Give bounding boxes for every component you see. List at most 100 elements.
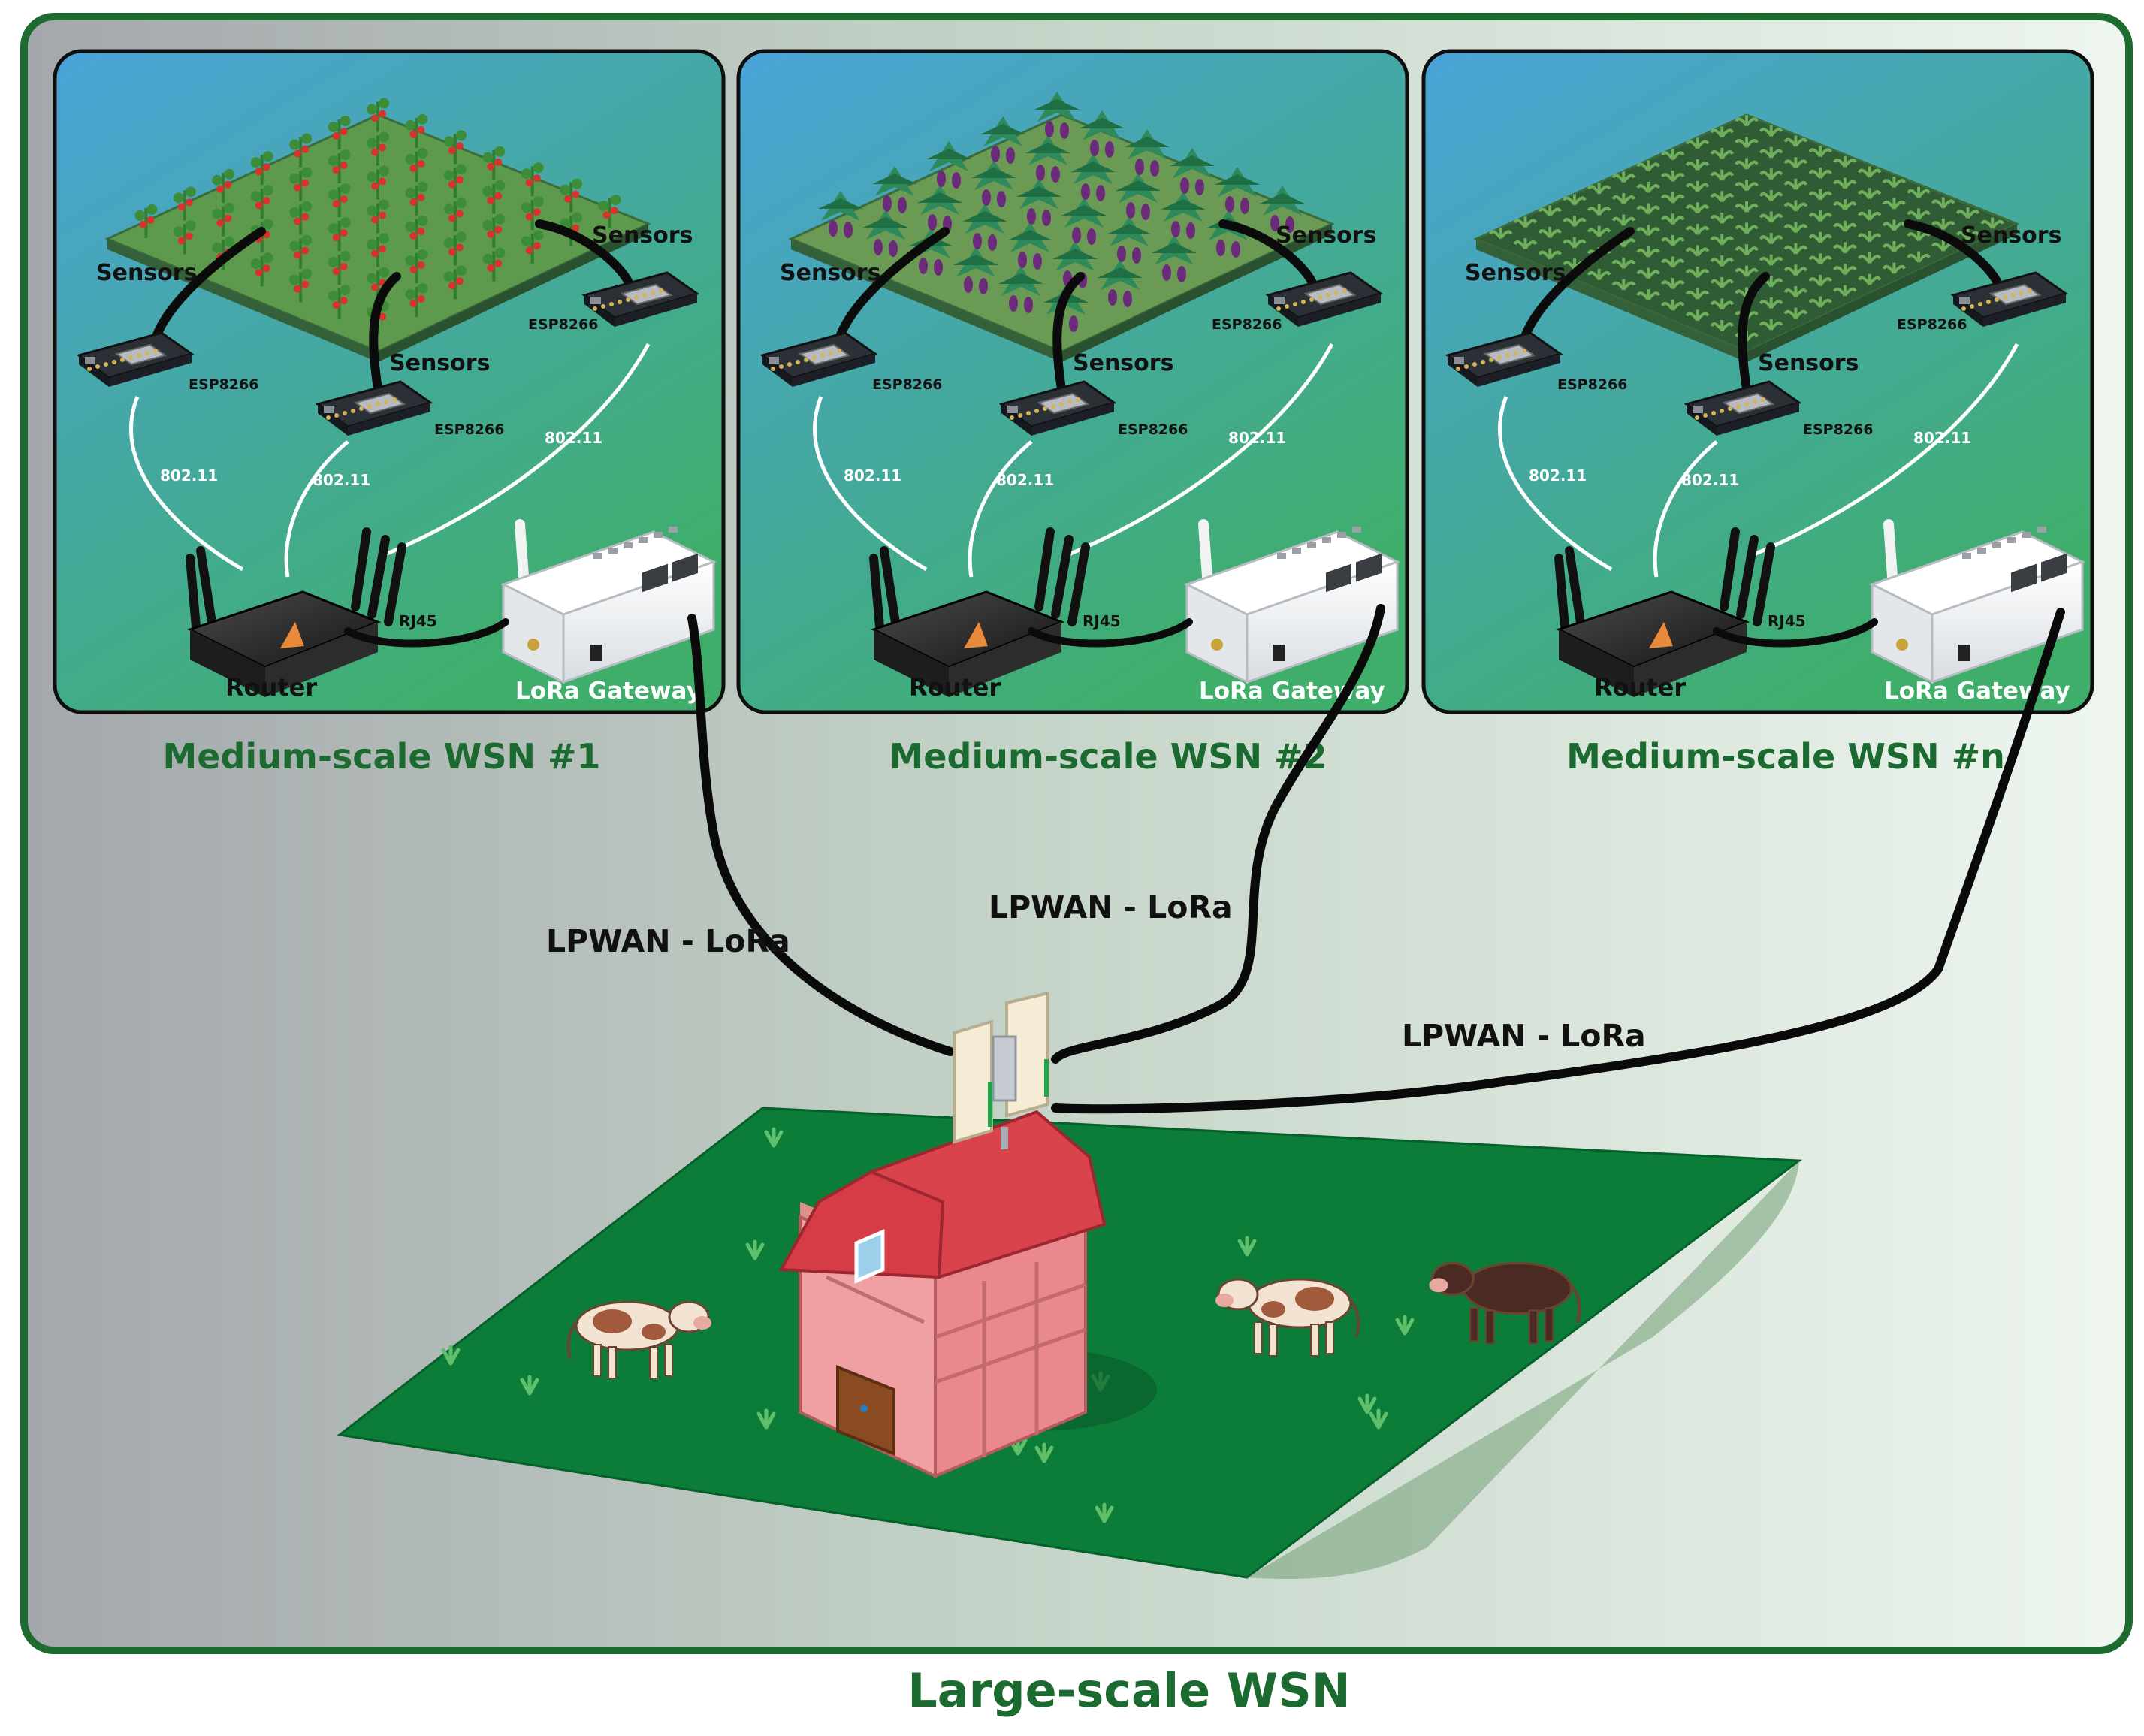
seedling (1685, 309, 1710, 322)
microcontroller-board-icon (76, 331, 195, 387)
router-led (280, 622, 304, 648)
plant-leaf (455, 198, 467, 209)
plant-leaf (1170, 155, 1215, 166)
plant-leaf (917, 192, 962, 203)
plant-leaf (212, 208, 223, 219)
tomato-fruit (177, 237, 186, 245)
board-pin (128, 355, 133, 360)
plant-leaf (224, 168, 235, 180)
seedling (1661, 170, 1685, 183)
gateway-led (1322, 537, 1331, 543)
cow-tail (1348, 1297, 1360, 1337)
plant-leaf (146, 204, 158, 215)
eggplant-fruit (1105, 141, 1114, 158)
microcontroller-board-icon (1950, 271, 2069, 327)
board-pin (120, 358, 125, 362)
cow-spot (1261, 1301, 1285, 1318)
cow-tail (566, 1320, 579, 1360)
plant-leaf (863, 217, 908, 228)
tomato-fruit (487, 162, 495, 171)
board-pin (1753, 400, 1757, 404)
board-pin (1334, 291, 1339, 295)
microcontroller-board-icon (998, 380, 1117, 436)
plant-leaf (1007, 230, 1052, 240)
lora-gateway-icon (1869, 519, 2085, 684)
tomato-fruit (185, 198, 193, 207)
router-front (190, 629, 265, 697)
router-antenna (367, 535, 390, 619)
eggplant-fruit (898, 197, 907, 213)
gateway-connector (1211, 639, 1223, 651)
tomato-fruit (494, 225, 503, 234)
grass-tuft (764, 1127, 784, 1148)
plant-leaf (417, 181, 428, 192)
barn-timber (935, 1282, 1086, 1339)
field-edge (791, 239, 1061, 362)
board-pin (145, 351, 149, 355)
tomato-fruit (494, 158, 503, 166)
eggplant-fruit (1072, 227, 1081, 243)
eggplant-fruit (1126, 202, 1135, 219)
seedling (1611, 214, 1636, 226)
seedling (1685, 288, 1710, 300)
tomato-fruit (494, 192, 503, 200)
board-pin (812, 355, 817, 360)
seedling (1857, 273, 1882, 285)
board-pin (1978, 302, 1982, 306)
wifi-link (1068, 343, 1334, 557)
board-label: ESP8266 (1212, 316, 1282, 333)
board-pin (1342, 288, 1347, 293)
cow-leg (1528, 1309, 1539, 1345)
board-pin (1695, 415, 1699, 420)
sensor-cable (1738, 272, 1770, 394)
wifi-label: 802.11 (160, 466, 218, 485)
router-led (964, 622, 988, 648)
seedling (1661, 213, 1685, 225)
plant-leaf (482, 152, 494, 163)
gateway-led (624, 542, 633, 548)
board-pin (1026, 411, 1031, 415)
gateway-port (2011, 563, 2037, 593)
tomato-fruit (340, 162, 348, 170)
eggplant-fruit (1240, 198, 1249, 214)
plant-leaf (289, 240, 300, 252)
board-pin (651, 291, 655, 295)
barn-window (854, 1229, 885, 1284)
wifi-link (1753, 343, 2019, 557)
plant-leaf (926, 149, 971, 159)
plant-leaf (872, 174, 917, 184)
seedling (1833, 242, 1857, 254)
seedling (1783, 222, 1808, 234)
eggplant-fruit (1060, 122, 1069, 139)
eggplant-fruit (829, 220, 838, 237)
eggplant-fruit (1231, 241, 1240, 258)
sensor-cable (1520, 227, 1635, 341)
plant-leaf (521, 236, 532, 247)
plant-leaf (1116, 180, 1161, 191)
seedling (1808, 253, 1832, 265)
board-pin (1970, 304, 1974, 309)
seedling (1611, 279, 1636, 291)
plant-leaf (289, 139, 300, 150)
grass-tuft (1095, 1502, 1114, 1523)
tomato-fruit (487, 196, 495, 204)
board-side (109, 354, 192, 387)
board-pin (796, 360, 800, 364)
tomato-fruit (455, 243, 464, 252)
board-label: ESP8266 (1897, 316, 1967, 333)
router-side (949, 622, 1061, 697)
plant-leaf (443, 170, 454, 181)
plant-leaf (379, 267, 389, 278)
tomato-fruit (417, 159, 425, 168)
plant-leaf (262, 219, 273, 230)
lora-gateway-icon (500, 519, 717, 684)
plant-leaf (405, 221, 416, 232)
board-pin (359, 406, 364, 411)
board-pin (642, 293, 647, 297)
field-edge (1061, 224, 1332, 362)
eggplant-fruit (1225, 196, 1234, 213)
wifi-label: 802.11 (545, 429, 602, 447)
board-side (1298, 294, 1381, 327)
